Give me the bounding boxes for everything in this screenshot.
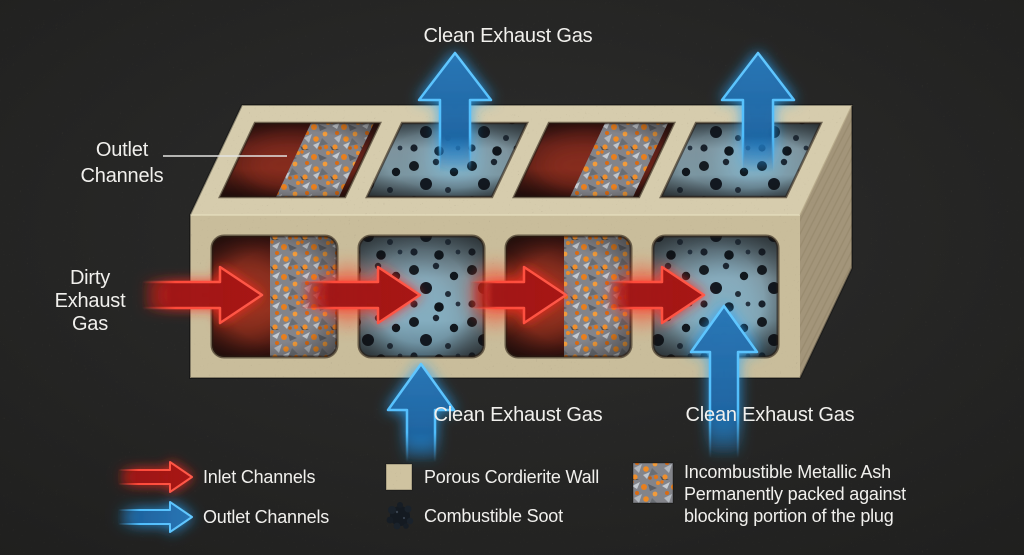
legend-ash-label-line2: Permanently packed against	[684, 484, 906, 504]
block-edge-right-top	[799, 104, 853, 216]
dirty-gas-arrow-2	[298, 265, 422, 325]
label-dirty-exhaust-line2: Exhaust	[55, 290, 127, 312]
front-inlet-channel-1	[210, 234, 339, 359]
label-outlet-channels-line1: Outlet	[96, 139, 149, 161]
label-clean-exhaust-bottom-left: Clean Exhaust Gas	[434, 404, 603, 426]
clean-gas-arrow-top-1	[417, 51, 493, 174]
dirty-gas-arrow-3	[468, 265, 568, 325]
top-inlet-channel-2	[512, 121, 676, 199]
label-dirty-exhaust-line1: Dirty	[70, 267, 110, 289]
dirty-gas-arrow-1	[140, 265, 264, 325]
clean-gas-flow-top	[417, 51, 796, 174]
legend-ash-swatch-icon	[632, 462, 674, 504]
legend-soot-icon	[386, 502, 414, 530]
legend-cordierite-swatch-icon	[385, 463, 413, 491]
legend-combustible-soot-label: Combustible Soot	[424, 506, 563, 526]
legend-ash-label-line1: Incombustible Metallic Ash	[684, 462, 891, 482]
label-outlet-channels-line2: Channels	[81, 165, 164, 187]
legend-outlet-arrow-icon	[117, 501, 193, 533]
legend-ash-label-line3: blocking portion of the plug	[684, 506, 894, 526]
legend-inlet-arrow-icon	[117, 461, 193, 493]
clean-gas-flow-bottom	[386, 304, 759, 464]
legend-inlet-channels-label: Inlet Channels	[203, 467, 315, 487]
legend: Inlet Channels Outlet Channels Porous Co…	[117, 461, 906, 533]
clean-gas-arrow-bottom-2	[689, 304, 759, 460]
legend-outlet-channels-label: Outlet Channels	[203, 507, 329, 527]
dirty-gas-flow	[140, 265, 706, 325]
clean-gas-arrow-bottom-1	[386, 362, 456, 464]
clean-gas-arrow-top-2	[720, 51, 796, 174]
legend-porous-wall-label: Porous Cordierite Wall	[424, 467, 599, 487]
dirty-gas-arrow-4	[604, 265, 706, 325]
block-right-face	[800, 105, 852, 378]
label-clean-exhaust-top: Clean Exhaust Gas	[424, 25, 593, 47]
label-dirty-exhaust-line3: Gas	[72, 313, 108, 335]
block-outline	[189, 104, 853, 379]
top-inlet-channel-1	[218, 121, 382, 199]
label-clean-exhaust-bottom-right: Clean Exhaust Gas	[686, 404, 855, 426]
